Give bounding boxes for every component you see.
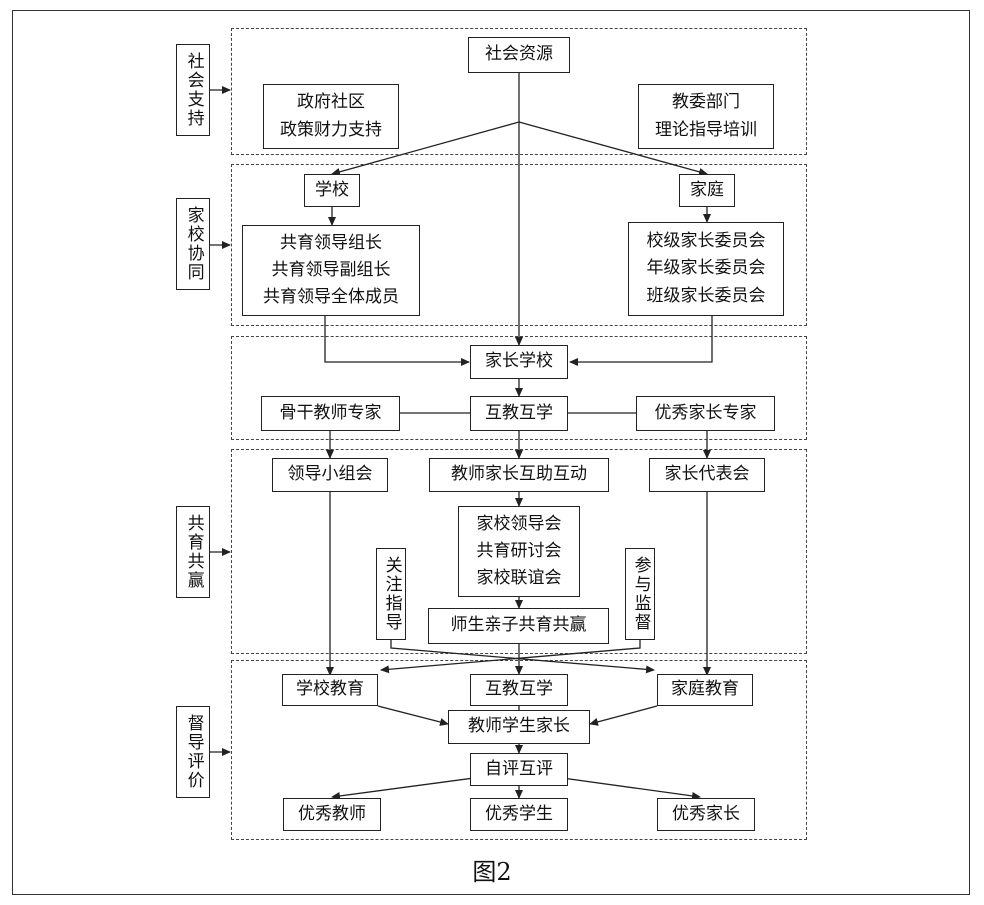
node-social-resources: 社会资源 (468, 37, 570, 73)
node-gov-community: 政府社区 政策财力支持 (263, 84, 399, 149)
node-edu-commission: 教委部门 理论指导培训 (638, 84, 774, 149)
parent-committees-text: 校级家长委员会 年级家长委员会 班级家长委员会 (646, 231, 766, 306)
node-excellent-teacher: 优秀教师 (283, 798, 381, 831)
line-social-to-family (518, 121, 708, 176)
label-home-school-collaboration: 家校协同 (176, 198, 210, 290)
node-parent-committees: 校级家长委员会 年级家长委员会 班级家长委员会 (628, 222, 784, 316)
node-excellent-parent: 优秀家长 (657, 798, 755, 831)
line-attention-to-family (390, 640, 655, 674)
node-school-leaders: 共育领导组长 共育领导副组长 共育领导全体成员 (242, 225, 420, 316)
label-supervision-evaluation: 督导评价 (176, 706, 210, 798)
node-teacher-student-parent: 教师学生家长 (448, 710, 590, 744)
node-parent-school: 家长学校 (470, 345, 568, 379)
node-leading-group: 领导小组会 (272, 458, 388, 492)
node-family-education: 家庭教育 (657, 674, 753, 706)
node-participate-supervise: 参与监督 (625, 548, 655, 640)
figure-frame (12, 10, 970, 895)
node-school: 学校 (304, 174, 360, 207)
line-familyedu-to-tsp (589, 705, 658, 726)
node-excellent-student: 优秀学生 (470, 798, 568, 831)
node-self-mutual-eval: 自评互评 (470, 753, 568, 786)
node-teacher-student-parent-win: 师生亲子共育共赢 (428, 608, 609, 644)
school-leaders-text: 共育领导组长 共育领导副组长 共育领导全体成员 (263, 232, 399, 308)
node-meetings: 家校领导会 共育研讨会 家校联谊会 (458, 506, 580, 597)
node-backbone-teachers: 骨干教师专家 (261, 396, 400, 431)
node-mutual-teach-2: 互教互学 (470, 674, 568, 706)
label-social-support: 社会支持 (176, 44, 210, 136)
label-co-education: 共育共赢 (176, 506, 210, 598)
line-leaders-to-parentschool (324, 316, 470, 366)
node-excellent-parents-expert: 优秀家长专家 (636, 396, 775, 431)
node-mutual-teach-1: 互教互学 (470, 396, 568, 431)
line-participate-to-school (380, 640, 641, 674)
line-social-to-school (331, 121, 520, 176)
node-attention-guidance: 关注指导 (376, 548, 406, 640)
line-schooledu-to-tsp (377, 705, 449, 726)
node-family: 家庭 (679, 174, 735, 207)
figure-caption: 图2 (472, 858, 512, 886)
node-school-education: 学校教育 (282, 674, 378, 706)
node-parent-representatives: 家长代表会 (649, 458, 765, 492)
node-teacher-parent-interaction: 教师家长互助互动 (429, 458, 609, 492)
line-committees-to-parentschool (569, 316, 713, 366)
